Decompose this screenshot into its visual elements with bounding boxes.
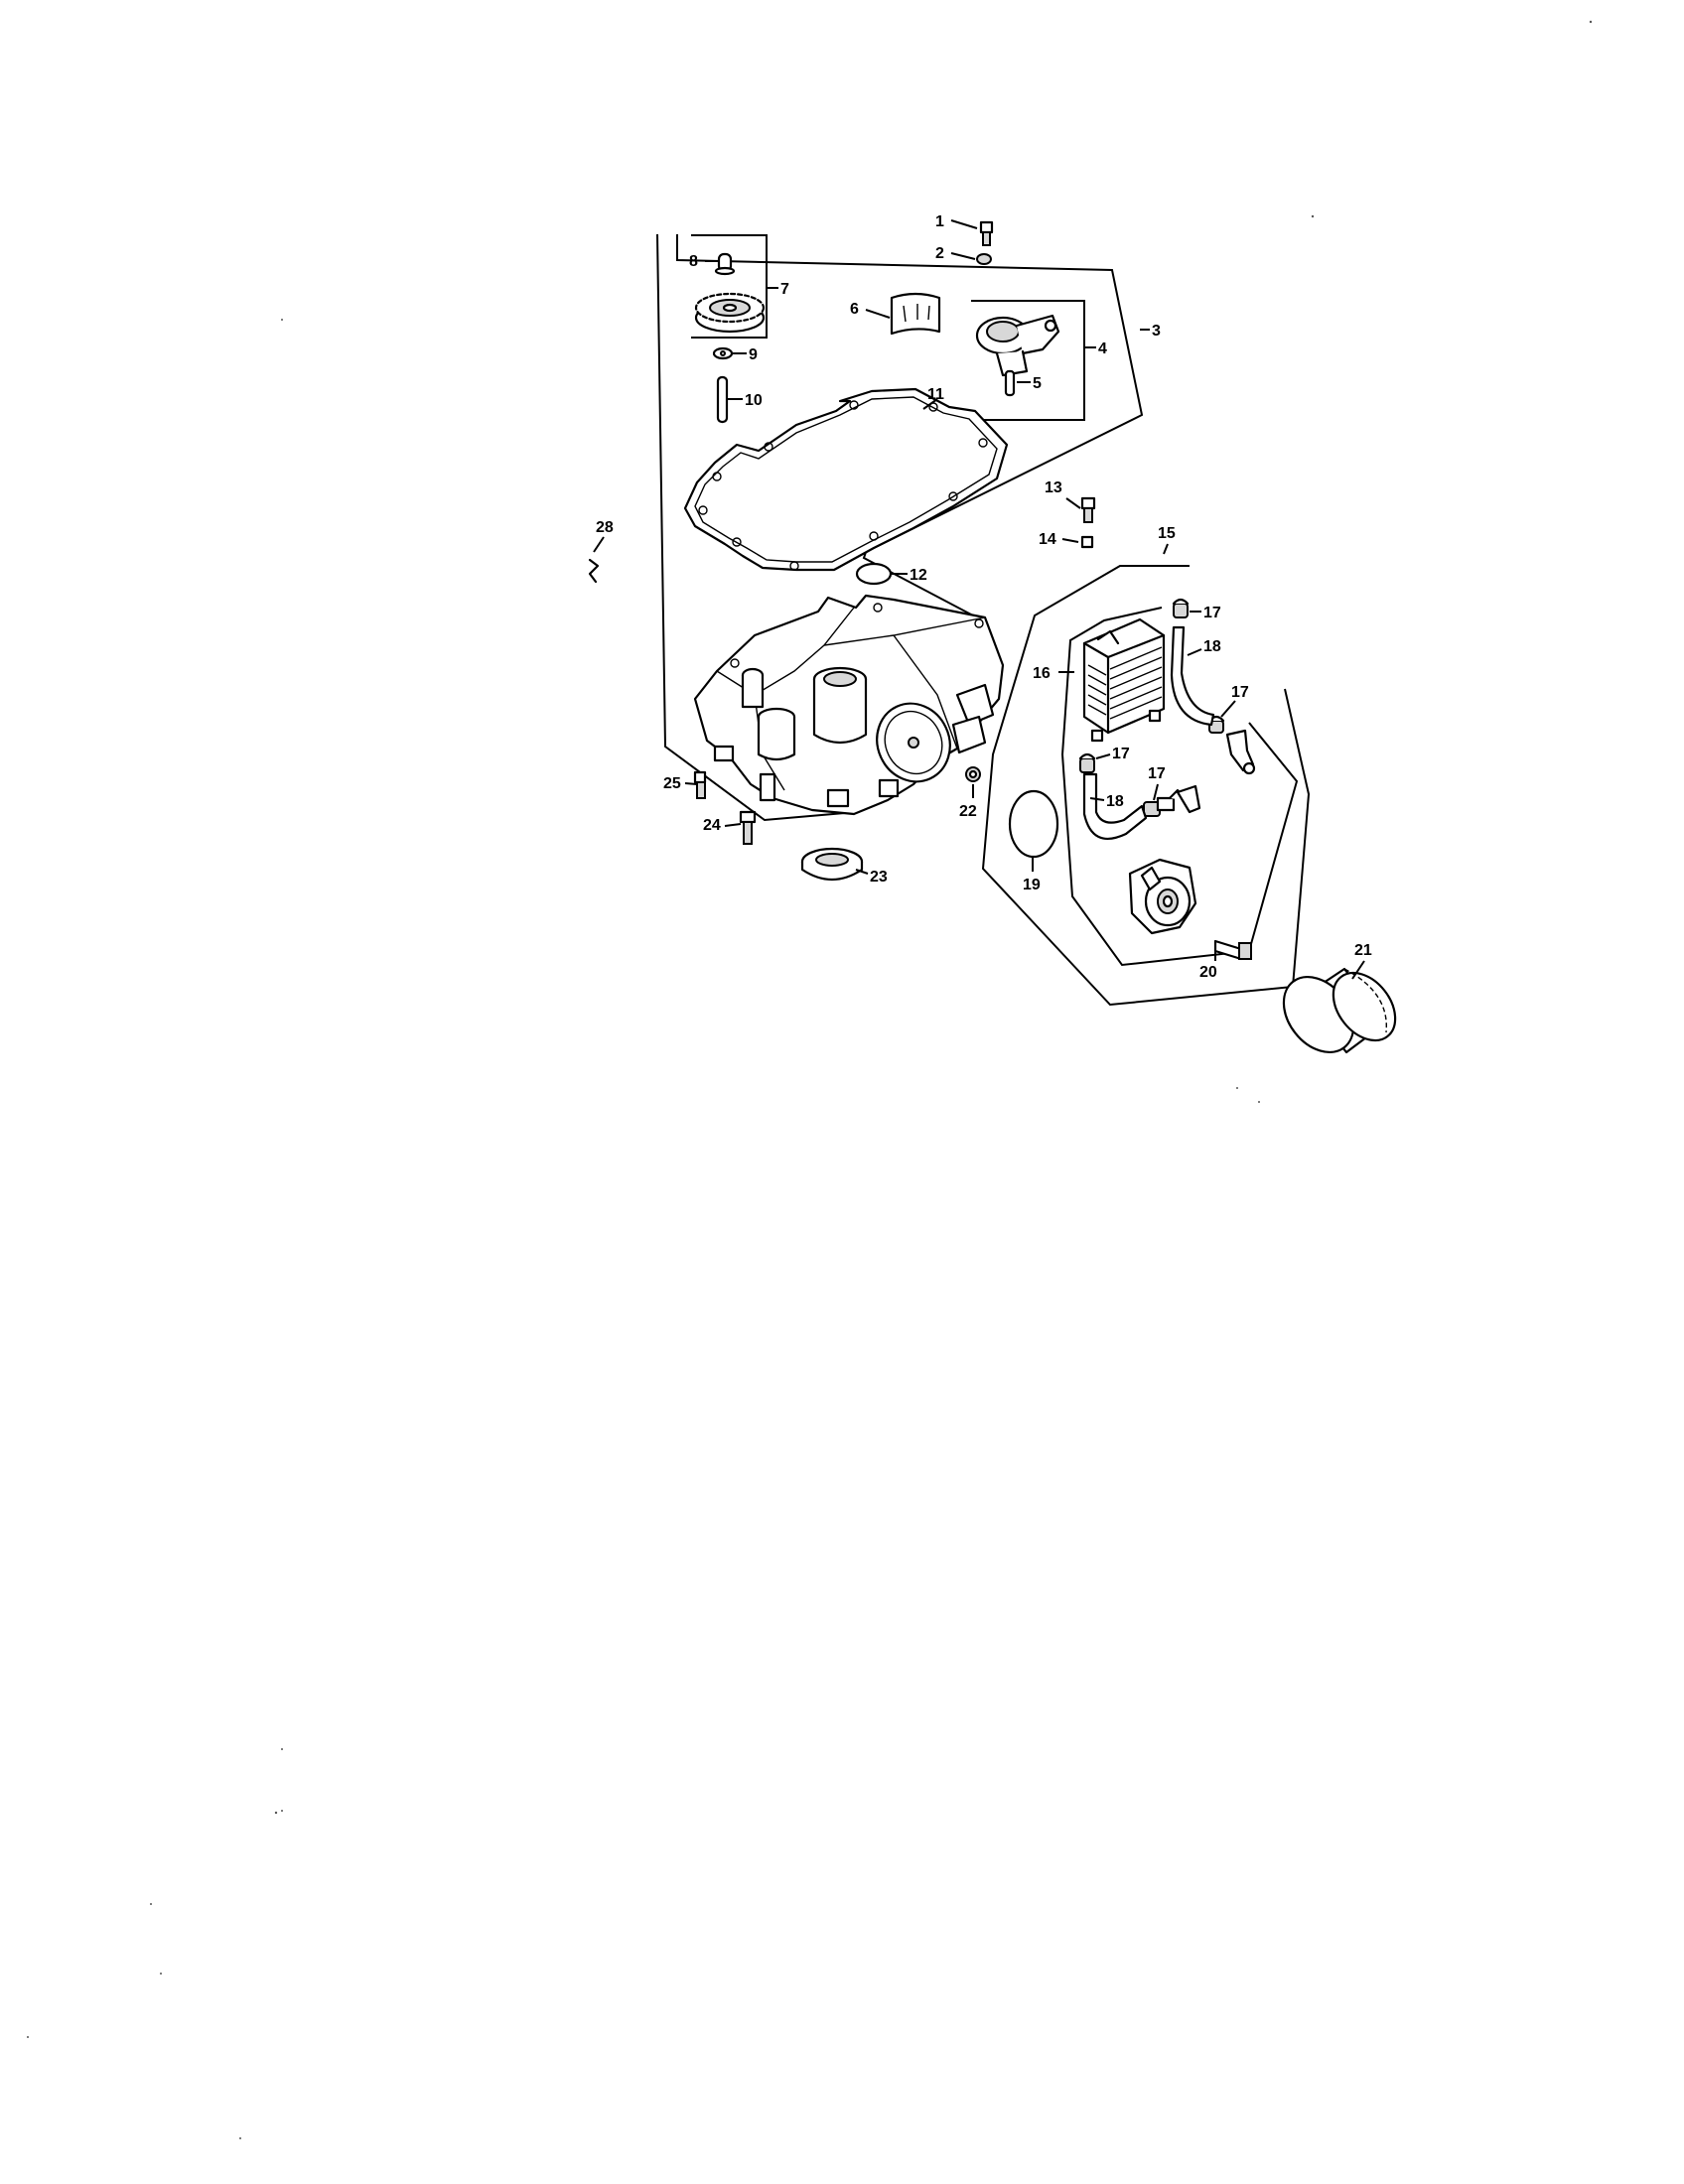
part-4-oil-pump — [975, 314, 1060, 377]
part-23-oil-seal — [800, 847, 864, 881]
part-8-pin — [714, 252, 736, 276]
frame-gear-box — [691, 234, 768, 339]
callout-15: 15 — [1158, 525, 1176, 542]
parts — [588, 220, 1397, 1054]
part-13-plug — [1080, 496, 1096, 523]
part-22-nut — [965, 766, 981, 782]
part-17-clamp-left — [1078, 752, 1096, 773]
callout-22: 22 — [959, 803, 977, 820]
callout-2: 2 — [935, 245, 944, 262]
part-10-shaft — [716, 375, 729, 424]
callout-24: 24 — [703, 817, 721, 834]
part-28-clip — [588, 558, 600, 584]
callout-23: 23 — [870, 869, 888, 886]
callout-1: 1 — [935, 213, 944, 230]
oil-filter-adapter — [1128, 858, 1197, 935]
part-21-oil-filter — [1282, 967, 1397, 1054]
callout-7: 7 — [780, 281, 789, 298]
frame-oil-pump-box — [971, 300, 1085, 421]
part-20-nipple — [1213, 939, 1252, 961]
callout-3: 3 — [1152, 323, 1161, 340]
callout-9: 9 — [749, 346, 758, 363]
part-1-bolt — [979, 220, 994, 246]
callout-13: 13 — [1045, 479, 1062, 496]
callout-10: 10 — [745, 392, 763, 409]
part-12-o-ring — [855, 562, 893, 586]
part-11-gasket — [683, 387, 1009, 572]
callout-4: 4 — [1098, 341, 1107, 357]
callout-17c: 17 — [1112, 746, 1130, 762]
part-14-square-nut — [1080, 535, 1094, 549]
callout-18a: 18 — [1203, 638, 1221, 655]
elbow-fitting-right — [1225, 729, 1256, 775]
callout-28: 28 — [596, 519, 614, 536]
callout-8: 8 — [689, 253, 698, 270]
part-18-hose-lower — [1082, 772, 1148, 840]
frame-oil-cooler-kit — [981, 565, 1311, 1007]
callout-14: 14 — [1039, 531, 1056, 548]
part-6-bearing — [890, 292, 941, 336]
leader-lines — [593, 219, 1365, 980]
part-24-bolt — [739, 810, 757, 845]
callout-18b: 18 — [1106, 793, 1124, 810]
callout-labels: 1 2 3 4 5 6 7 8 9 10 11 12 13 14 15 16 1… — [596, 213, 1372, 981]
part-17-fitting-bottom — [1143, 788, 1188, 817]
part-25-fitting — [693, 770, 707, 799]
callout-17d: 17 — [1148, 765, 1166, 782]
callout-16: 16 — [1033, 665, 1051, 682]
callout-6: 6 — [850, 301, 859, 318]
part-5-pin — [1004, 369, 1016, 397]
callout-11: 11 — [927, 386, 944, 403]
part-19-o-ring — [1008, 789, 1059, 859]
callout-17b: 17 — [1231, 684, 1249, 701]
part-2-washer — [976, 253, 992, 265]
callout-21: 21 — [1354, 942, 1372, 959]
callout-25: 25 — [663, 775, 681, 792]
frame-oil-cooler-inner — [1060, 607, 1299, 967]
scan-specks — [27, 20, 1593, 2139]
part-16-oil-cooler — [1082, 617, 1166, 743]
elbow-fitting-bottom — [1176, 784, 1201, 814]
closure-plate — [693, 594, 1005, 816]
callout-5: 5 — [1033, 375, 1042, 392]
callout-12: 12 — [910, 567, 927, 584]
part-17-clamp-top — [1172, 598, 1190, 618]
part-7-gear — [694, 292, 766, 334]
callout-19: 19 — [1023, 877, 1041, 893]
part-9-key — [712, 346, 734, 360]
callout-20: 20 — [1199, 964, 1217, 981]
part-18-hose-upper — [1170, 625, 1215, 727]
callout-17a: 17 — [1203, 605, 1221, 621]
